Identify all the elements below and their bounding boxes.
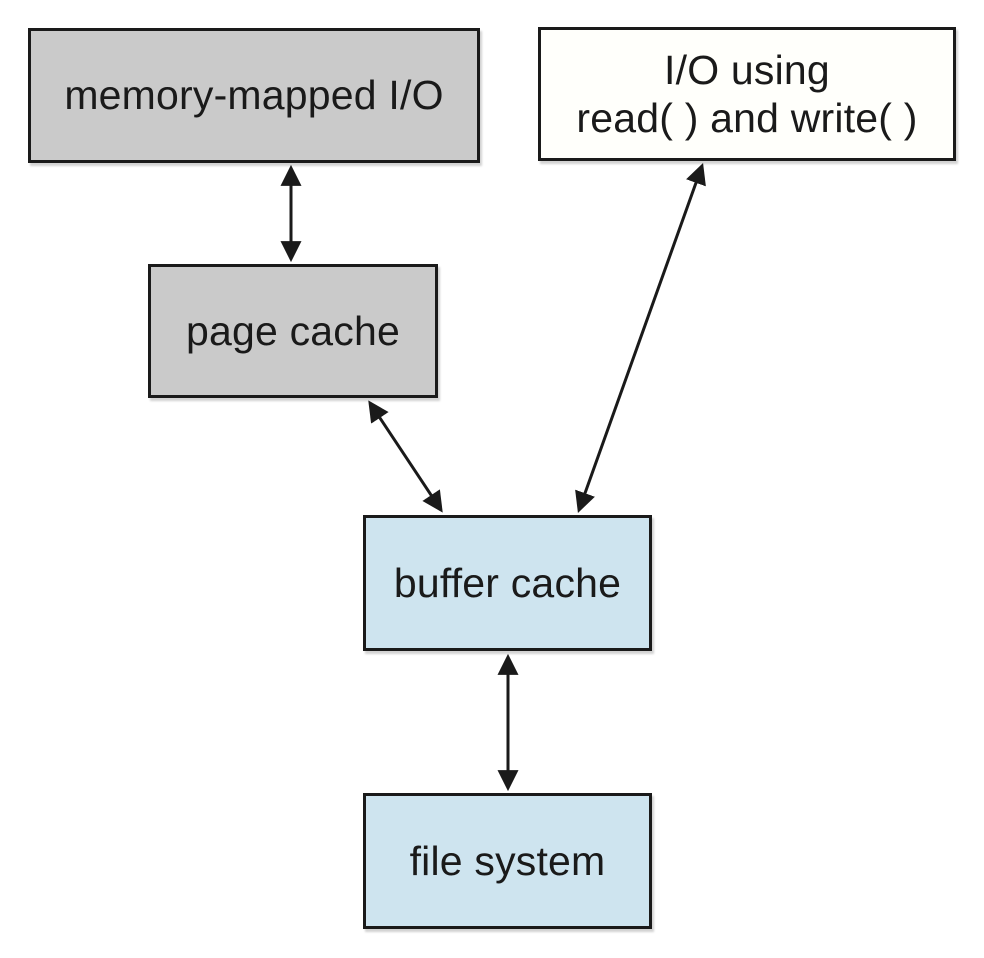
node-io-read-write-label-line2: read( ) and write( )	[576, 95, 918, 141]
node-file-system-label: file system	[409, 837, 606, 884]
node-memory-mapped-io-label: memory-mapped I/O	[64, 72, 444, 119]
node-page-cache-label: page cache	[185, 307, 400, 354]
node-file-system: file system	[363, 793, 652, 929]
node-buffer-cache-label: buffer cache	[393, 559, 622, 606]
node-memory-mapped-io: memory-mapped I/O	[28, 28, 480, 163]
node-io-read-write: I/O using read( ) and write( )	[538, 27, 956, 161]
arrow-page-cache-buffer-cache	[368, 400, 443, 513]
node-io-read-write-label-line1: I/O using	[664, 46, 830, 93]
node-page-cache: page cache	[148, 264, 438, 398]
arrow-io-read-write-buffer-cache	[575, 163, 706, 513]
node-buffer-cache: buffer cache	[363, 515, 652, 651]
